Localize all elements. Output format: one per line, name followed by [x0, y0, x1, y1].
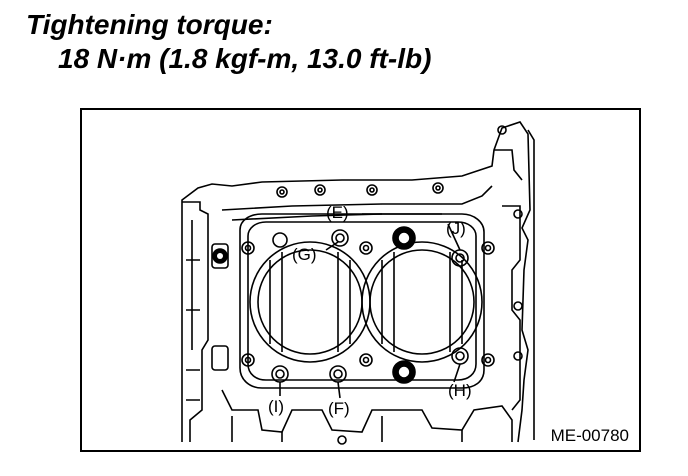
bolt	[241, 353, 255, 367]
leader-G	[325, 241, 339, 251]
callout-H: (H)	[448, 381, 472, 400]
bolt	[481, 241, 495, 255]
figure-code: ME-00780	[548, 426, 631, 446]
leader-J	[447, 223, 461, 251]
bolt	[513, 301, 523, 311]
boss-left-lower	[211, 345, 229, 371]
bolt	[513, 209, 523, 219]
callout-I: (I)	[268, 397, 284, 416]
callout-E: (E)	[326, 203, 349, 222]
right-edge-line	[527, 129, 535, 440]
bore-right-lines	[381, 252, 463, 352]
left-edge-detail	[186, 220, 200, 401]
bolt-position-G	[331, 229, 349, 247]
left-flange	[182, 201, 209, 442]
callout-J: (J)	[446, 219, 466, 238]
bolt	[241, 241, 255, 255]
torque-heading-label: Tightening torque:	[26, 9, 273, 40]
bolt	[359, 353, 373, 367]
right-structure	[494, 149, 523, 411]
upper-deck	[221, 185, 493, 211]
bolt	[276, 186, 288, 198]
bolt	[481, 353, 495, 367]
cylinder-block-drawing: (E) (J) (G) (H) (I) (F)	[181, 121, 535, 445]
gasket-outline	[239, 213, 485, 389]
bolt-position-H	[451, 347, 469, 365]
bolt	[513, 351, 523, 361]
callout-G: (G)	[292, 245, 317, 264]
torque-heading: Tightening torque: 18 N·m (1.8 kgf-m, 13…	[26, 8, 431, 76]
gasket-inner	[247, 221, 477, 381]
bolt	[337, 435, 347, 445]
cylinder-bore-left-inner	[257, 249, 363, 355]
leader-F	[337, 381, 341, 399]
torque-heading-value: 18 N·m (1.8 kgf-m, 13.0 ft-lb)	[58, 43, 432, 74]
cylinder-bore-right-inner	[369, 249, 475, 355]
lower-skirt-detail	[231, 416, 463, 442]
callout-F: (F)	[328, 399, 350, 418]
lower-skirt	[221, 389, 513, 442]
boss-left-upper	[211, 243, 229, 269]
bolt	[314, 184, 326, 196]
bolt	[497, 125, 507, 135]
cylinder-bore-right	[361, 241, 483, 363]
block-outline	[181, 121, 531, 443]
bolt	[359, 241, 373, 255]
bolt	[432, 182, 444, 194]
bore-left-lines	[269, 252, 351, 352]
bolt-position-G-left	[272, 232, 288, 248]
leader-H	[453, 363, 461, 383]
bolt	[366, 184, 378, 196]
figure-frame: (E) (J) (G) (H) (I) (F) ME-00780	[80, 108, 641, 452]
bolt-position-J	[451, 249, 469, 267]
